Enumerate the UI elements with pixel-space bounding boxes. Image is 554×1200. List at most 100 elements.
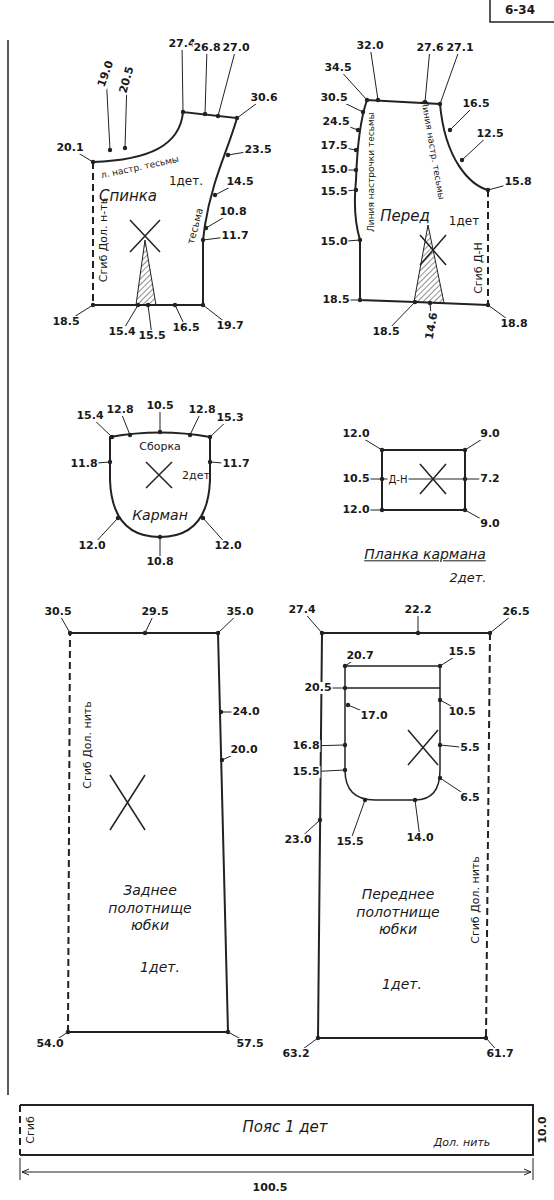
dimension-value: 27.0 — [221, 42, 250, 54]
point-dot — [226, 1030, 230, 1034]
leader-line — [182, 44, 183, 112]
dimension-value: 15.5 — [335, 836, 364, 848]
point-dot — [188, 433, 192, 437]
piece-label: Линия настрочки тесьмы — [367, 112, 377, 232]
point-dot — [413, 300, 417, 304]
point-dot — [66, 1030, 70, 1034]
dimension-value: 10.0 — [537, 1115, 549, 1144]
dimension-value: 24.0 — [231, 706, 260, 718]
dimension-value: 17.5 — [319, 140, 348, 152]
dimension-value: 9.0 — [479, 518, 501, 530]
dimension-value: 61.7 — [485, 1048, 514, 1060]
point-dot — [358, 238, 362, 242]
dimension-value: 15.5 — [447, 646, 476, 658]
point-dot — [354, 168, 358, 172]
point-dot — [318, 818, 322, 822]
dimension-value: 11.7 — [220, 230, 249, 242]
dimension-value: 15.0 — [319, 164, 348, 176]
piece-label: Пояс 1 дет — [242, 1119, 327, 1136]
point-dot — [365, 98, 369, 102]
point-dot — [208, 460, 212, 464]
piece-label: Сгиб Дол. н-ть — [98, 198, 110, 282]
piece-label: Переднее полотнище юбки — [343, 886, 453, 939]
point-dot — [486, 188, 490, 192]
dimension-value: 15.5 — [319, 186, 348, 198]
pattern-piece: Д-НПланка кармана2дет. — [382, 450, 465, 510]
dimension-value: 16.8 — [291, 740, 320, 752]
point-dot — [343, 664, 347, 668]
piece-label: 2дет. — [450, 571, 487, 585]
dimension-value: 15.0 — [319, 236, 348, 248]
piece-label: Сгиб Дол. нить — [82, 701, 94, 788]
dimension-value: 15.3 — [215, 412, 244, 424]
piece-label: Сгиб Дол. нить — [470, 856, 482, 943]
dimension-value: 27.6 — [415, 42, 444, 54]
point-dot — [110, 435, 114, 439]
dimension-value: 23.0 — [283, 834, 312, 846]
point-dot — [438, 102, 442, 106]
pattern-piece: Сгиб Дол. нитьЗаднее полотнище юбки1дет. — [68, 633, 228, 1033]
dimension-value: 12.8 — [187, 404, 216, 416]
dimension-value: 11.8 — [69, 458, 98, 470]
point-dot — [123, 146, 127, 150]
leader-line — [205, 48, 207, 114]
dimension-value: 12.0 — [213, 540, 242, 552]
leader-line — [440, 48, 460, 104]
piece-label: 1дет. — [140, 960, 180, 975]
point-dot — [380, 508, 384, 512]
point-dot — [235, 116, 239, 120]
sheet-number: 6-34 — [504, 4, 536, 17]
leader-line — [218, 48, 236, 116]
leader-line — [425, 48, 430, 102]
point-dot — [216, 114, 220, 118]
dimension-value: 12.0 — [341, 428, 370, 440]
dimension-value: 9.0 — [479, 428, 501, 440]
dimension-value: 15.5 — [291, 766, 320, 778]
dimension-value: 32.0 — [355, 40, 384, 52]
pattern-piece: Сборка2детКарман — [110, 433, 210, 537]
dimension-value: 10.5 — [341, 473, 370, 485]
leader-line — [370, 46, 378, 100]
point-dot — [91, 303, 95, 307]
piece-label: Сгиб — [25, 1116, 37, 1143]
dimension-value: 18.5 — [51, 316, 80, 328]
point-dot — [158, 430, 162, 434]
point-dot — [438, 698, 442, 702]
point-dot — [460, 158, 464, 162]
point-dot — [181, 110, 185, 114]
piece-label: Перед — [380, 208, 430, 225]
piece-label: Дол. нить — [434, 1137, 491, 1149]
piece-label: Сгиб Д-Н — [473, 242, 485, 294]
dimension-value: 20.5 — [303, 682, 332, 694]
dimension-value: 14.6 — [424, 311, 441, 342]
point-dot — [343, 768, 347, 772]
dimension-value: 16.5 — [171, 322, 200, 334]
dimension-value: 20.1 — [55, 142, 84, 154]
dimension-value: 15.4 — [75, 410, 104, 422]
point-dot — [143, 631, 147, 635]
dimension-value: 10.8 — [218, 206, 247, 218]
dimension-value: 15.5 — [137, 330, 166, 342]
point-dot — [316, 1036, 320, 1040]
dimension-value: 10.5 — [145, 400, 174, 412]
point-dot — [356, 128, 360, 132]
pattern-piece: Перед1детСгиб Д-НЛиния настрочки тесьмыЛ… — [355, 98, 488, 305]
point-dot — [201, 516, 205, 520]
dimension-value: 27.1 — [445, 42, 474, 54]
piece-label: 1дет — [449, 215, 479, 228]
dimension-value: 18.5 — [371, 326, 400, 338]
dimension-value: 26.8 — [192, 42, 221, 54]
point-dot — [438, 664, 442, 668]
piece-label: Сборка — [139, 441, 181, 453]
pattern-piece: Спинка1дет.Сгиб Дол. н-тьл. настр. тесьм… — [93, 110, 238, 306]
dimension-value: 35.0 — [225, 606, 254, 618]
point-dot — [448, 128, 452, 132]
point-dot — [488, 631, 492, 635]
dimension-value: 12.0 — [341, 504, 370, 516]
point-dot — [226, 153, 230, 157]
point-dot — [428, 301, 432, 305]
dimension-value: 14.5 — [225, 176, 254, 188]
dimension-value: 6.5 — [459, 792, 481, 804]
dimension-value: 17.0 — [359, 710, 388, 722]
